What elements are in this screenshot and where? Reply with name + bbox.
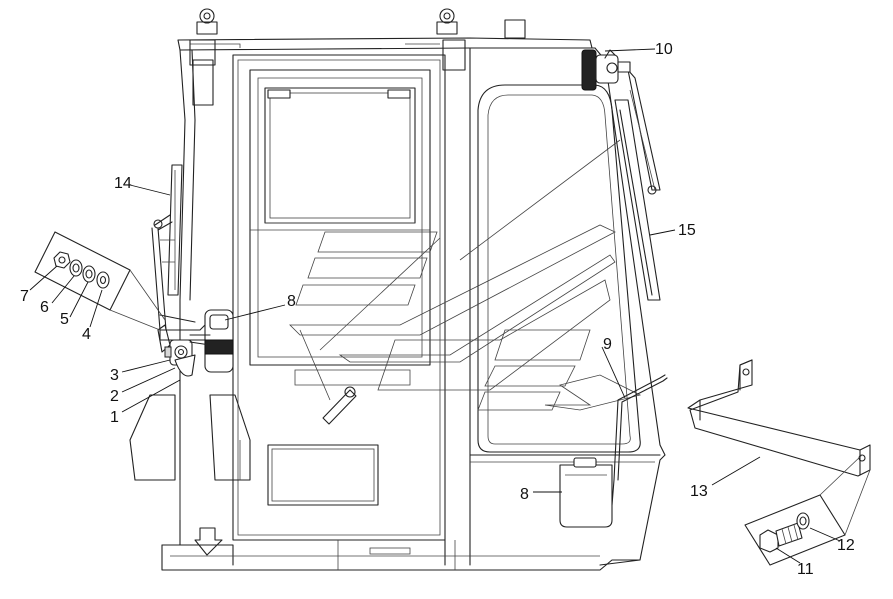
callout-5: 5 [60,311,69,328]
callout-14: 14 [114,175,132,192]
bolt-washer-exploded-view [744,454,871,566]
callout-1: 1 [110,409,119,426]
window-glare-stripes [289,139,642,411]
left-wiper-arm-14 [151,164,183,331]
cab-body [129,8,666,571]
callout-13: 13 [690,483,708,500]
callout-6: 6 [40,299,49,316]
callout-4: 4 [82,326,91,343]
washer-reservoir-8 [559,457,613,528]
callout-2: 2 [110,388,119,405]
leader-lines [29,48,841,564]
right-wiper-arm-15 [614,69,661,301]
wiper-motor-assembly [157,309,234,377]
callout-3: 3 [110,367,119,384]
callout-9: 9 [603,336,612,353]
rear-wiper-motor-10 [581,49,631,91]
callout-7: 7 [20,288,29,305]
mounting-bracket-13 [687,359,871,477]
callouts: 1 2 3 4 5 6 7 8 9 10 11 12 13 14 15 8 [20,41,855,578]
callout-10: 10 [655,41,673,58]
callout-15: 15 [678,222,696,239]
callout-11: 11 [797,561,814,578]
washer-hose-9 [611,374,668,506]
callout-12: 12 [837,537,855,554]
nut-washer-exploded-view [34,231,166,331]
callout-8-top: 8 [287,293,296,310]
callout-8-bottom: 8 [520,486,529,503]
